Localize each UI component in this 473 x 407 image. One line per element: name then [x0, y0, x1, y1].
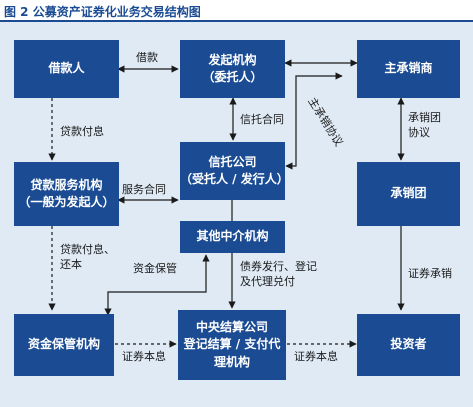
box-loan-servicer-line2: （一般为发起人）: [18, 195, 115, 209]
box-trust: 信托公司 （受托人 / 发行人）: [180, 142, 289, 200]
box-originator: 发起机构 （委托人）: [180, 40, 285, 98]
box-trust-line2: （受托人 / 发行人）: [180, 172, 289, 186]
figure-title: 图 2 公募资产证券化业务交易结构图: [4, 5, 201, 19]
box-borrower: 借款人: [14, 40, 119, 98]
label-loan: 借款: [136, 51, 158, 64]
box-syndicate-label: 承销团: [390, 186, 427, 201]
box-lead-underwriter: 主承销商: [357, 40, 460, 98]
label-syndicate-agreement-line2: 协议: [408, 126, 430, 140]
label-syndicate-agreement-line1: 承销团: [408, 111, 441, 124]
label-service-contract: 服务合同: [122, 183, 166, 196]
label-syndicate-agreement: 承销团 协议: [408, 110, 441, 141]
label-issuance-line2: 及代理兑付: [240, 275, 295, 289]
label-trust-contract: 信托合同: [240, 113, 284, 126]
box-originator-line1: 发起机构: [208, 52, 257, 67]
box-ccdc-line1: 中央结算公司: [195, 319, 268, 334]
box-custodian: 资金保管机构: [14, 314, 114, 376]
box-other-intermediary: 其他中介机构: [180, 221, 285, 253]
box-investor: 投资者: [357, 314, 460, 376]
box-syndicate: 承销团: [357, 162, 460, 226]
label-principal-interest-2: 证券本息: [294, 350, 338, 363]
label-repay-principal: 贷款付息、 还本: [60, 242, 115, 273]
box-trust-line1: 信托公司: [208, 154, 257, 169]
label-repay-principal-line1: 贷款付息、: [60, 243, 115, 256]
box-loan-servicer: 贷款服务机构 （一般为发起人）: [14, 162, 119, 226]
label-principal-interest-1: 证券本息: [122, 350, 166, 363]
label-loan-repayment: 贷款付息: [60, 125, 104, 138]
box-lead-underwriter-label: 主承销商: [384, 61, 433, 76]
box-borrower-label: 借款人: [48, 61, 85, 76]
label-issuance-line1: 债券发行、登记: [240, 260, 317, 273]
box-originator-line2: （委托人）: [202, 70, 263, 84]
box-ccdc-line2: 登记结算 / 支付代: [183, 337, 281, 352]
arrow-lead-trust: [285, 72, 343, 170]
box-ccdc-line3: 理机构: [213, 354, 250, 369]
label-securities-underwriting: 证券承销: [408, 267, 452, 280]
box-other-intermediary-label: 其他中介机构: [196, 229, 269, 244]
title-bar: 图 2 公募资产证券化业务交易结构图: [0, 0, 473, 22]
box-loan-servicer-line1: 贷款服务机构: [30, 177, 103, 192]
arrow-custodian-other: [104, 254, 210, 316]
box-investor-label: 投资者: [390, 337, 427, 352]
box-ccdc: 中央结算公司 登记结算 / 支付代 理机构: [178, 310, 286, 380]
label-fund-custody: 资金保管: [133, 262, 177, 275]
label-issuance: 债券发行、登记 及代理兑付: [240, 259, 317, 290]
label-repay-principal-line2: 还本: [60, 258, 82, 272]
box-custodian-label: 资金保管机构: [27, 337, 100, 352]
